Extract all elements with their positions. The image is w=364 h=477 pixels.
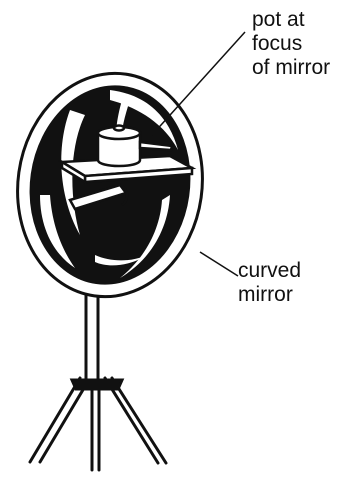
tripod-leg-right-inner: [112, 378, 166, 463]
tripod-leg-left-inner: [30, 378, 80, 462]
pot-label-line-3: of mirror: [252, 56, 330, 80]
tripod-leg-left: [40, 378, 90, 462]
mirror-label-line-1: curved: [238, 259, 301, 283]
tripod-stand: [30, 378, 166, 470]
tripod-leg-right: [105, 378, 158, 463]
pot-leader-line: [152, 32, 245, 135]
mirror-label-line-2: mirror: [238, 283, 301, 307]
mirror-leader-line: [200, 252, 238, 276]
pot-label-line-1: pot at: [252, 8, 330, 32]
pot-at-focus-label: pot at focus of mirror: [252, 8, 330, 80]
pot-knob: [114, 126, 124, 131]
pot-label-line-2: focus: [252, 32, 330, 56]
curved-mirror-label: curved mirror: [238, 259, 301, 307]
